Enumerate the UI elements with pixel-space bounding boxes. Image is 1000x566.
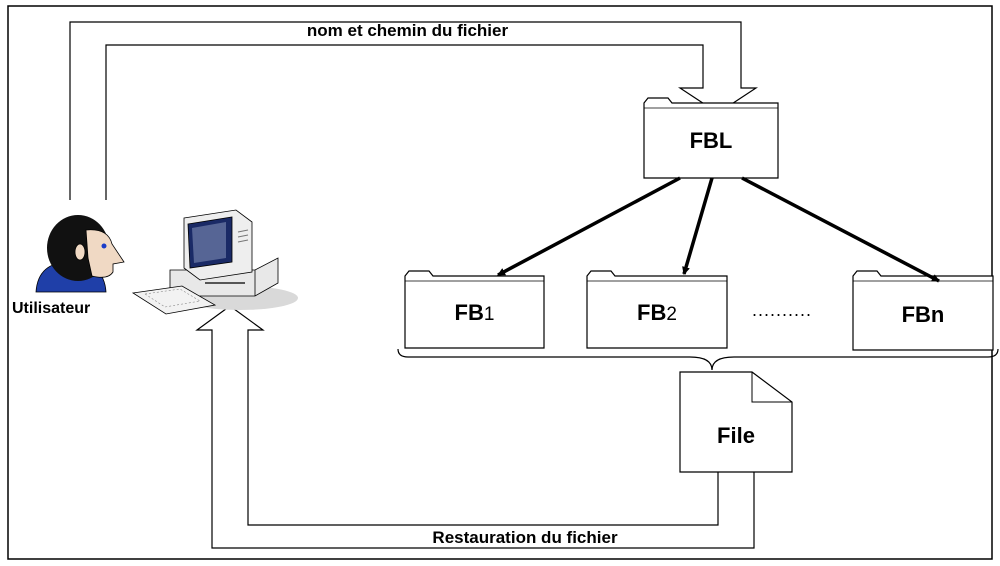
fb1-folder bbox=[404, 270, 545, 349]
fbn-label: FBn bbox=[901, 302, 945, 327]
arrow-fbl-fb2 bbox=[682, 177, 714, 275]
user-avatar-icon bbox=[35, 215, 125, 293]
fbl-folder bbox=[643, 97, 779, 179]
fbl-label: FBL bbox=[689, 128, 733, 153]
ellipsis-label: .......... bbox=[752, 300, 813, 320]
fb1-prefix: FB bbox=[454, 300, 484, 325]
computer-icon bbox=[131, 209, 298, 315]
fb1-label: FB1 bbox=[405, 300, 544, 326]
fb2-folder bbox=[586, 270, 728, 349]
fb1-index: 1 bbox=[483, 304, 495, 325]
arrow-fbl-fb1 bbox=[497, 176, 681, 277]
fbn-folder bbox=[852, 270, 994, 351]
fb2-prefix: FB bbox=[637, 300, 667, 325]
group-brace bbox=[397, 348, 999, 371]
file-label: File bbox=[717, 423, 755, 448]
bottom-flow-label: Restauration du fichier bbox=[432, 528, 618, 547]
top-flow-label: nom et chemin du fichier bbox=[306, 21, 509, 40]
fb2-index: 2 bbox=[666, 304, 677, 325]
user-label: Utilisateur bbox=[12, 300, 91, 317]
fb2-label: FB2 bbox=[587, 300, 727, 326]
file-document-icon bbox=[679, 371, 793, 473]
arrow-fbl-fbn bbox=[741, 176, 940, 283]
